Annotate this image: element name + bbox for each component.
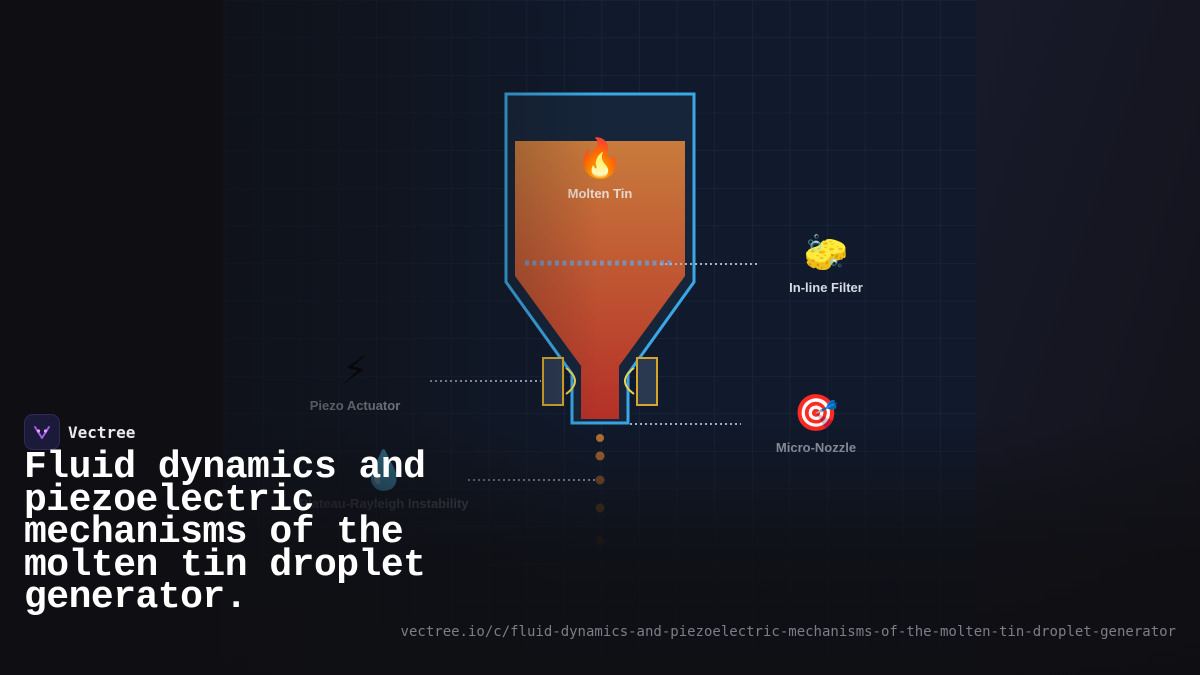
piezo-actuator-label: Piezo Actuator bbox=[310, 398, 401, 413]
droplet bbox=[595, 475, 605, 485]
piezo-element-right bbox=[636, 357, 658, 406]
right-background-panel bbox=[975, 0, 1200, 675]
droplet bbox=[595, 536, 605, 546]
brand-name: Vectree bbox=[68, 422, 136, 442]
in-line-filter-label: In-line Filter bbox=[789, 280, 863, 295]
page-title: Fluid dynamics and piezoelectric mechani… bbox=[24, 446, 426, 619]
molten-tin-label: Molten Tin bbox=[568, 186, 633, 201]
brand: Vectree bbox=[24, 414, 136, 450]
lightning-icon: ⚡ bbox=[342, 350, 369, 392]
vectree-logo-mark bbox=[34, 426, 50, 439]
target-icon: 🎯 bbox=[794, 392, 839, 433]
sponge-icon: 🧽 bbox=[804, 232, 853, 273]
page-url[interactable]: vectree.io/c/fluid-dynamics-and-piezoele… bbox=[400, 624, 1176, 640]
vectree-logo-icon bbox=[24, 414, 60, 450]
micro-nozzle-label: Micro-Nozzle bbox=[776, 440, 856, 455]
droplet bbox=[596, 434, 604, 442]
fire-icon: 🔥 bbox=[576, 136, 623, 180]
piezo-element-left bbox=[542, 357, 564, 406]
droplet bbox=[595, 503, 605, 513]
droplet bbox=[595, 451, 605, 461]
